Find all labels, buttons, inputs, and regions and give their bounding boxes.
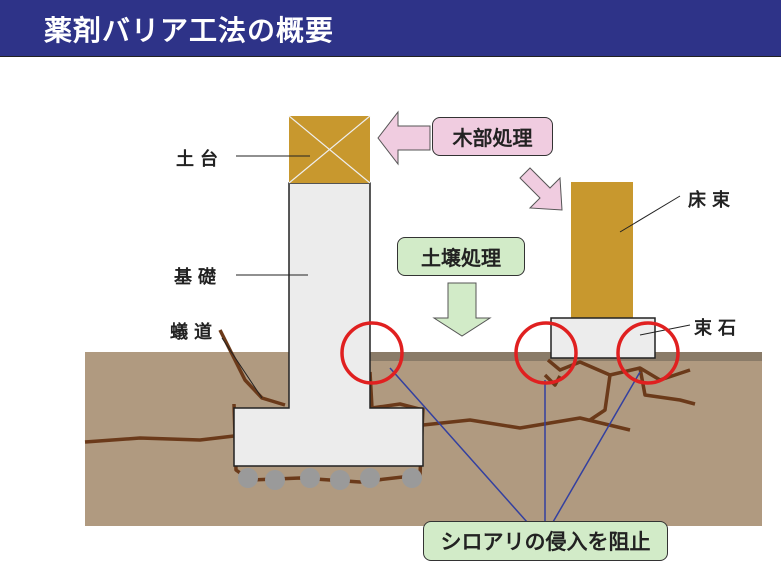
floor-post — [571, 182, 633, 318]
soil-treatment-callout: 土壌処理 — [397, 237, 525, 276]
label-post-stone: 束石 — [694, 318, 742, 339]
label-foundation: 基礎 — [174, 267, 222, 288]
arrows — [377, 110, 563, 337]
gravel — [238, 468, 422, 490]
sill — [288, 115, 371, 184]
label-termite-path: 蟻道 — [170, 322, 218, 343]
title-bar: 薬剤バリア工法の概要 — [0, 0, 781, 57]
foundation — [233, 182, 424, 467]
barrier-circles — [340, 321, 680, 385]
label-floor-post: 床束 — [688, 190, 736, 211]
barrier-lines — [389, 367, 641, 523]
prevention-callout: シロアリの侵入を阻止 — [423, 521, 668, 561]
label-sill: 土台 — [176, 149, 224, 170]
page-title: 薬剤バリア工法の概要 — [44, 14, 335, 47]
leader-lines — [221, 155, 691, 399]
wood-treatment-callout: 木部処理 — [432, 117, 553, 156]
